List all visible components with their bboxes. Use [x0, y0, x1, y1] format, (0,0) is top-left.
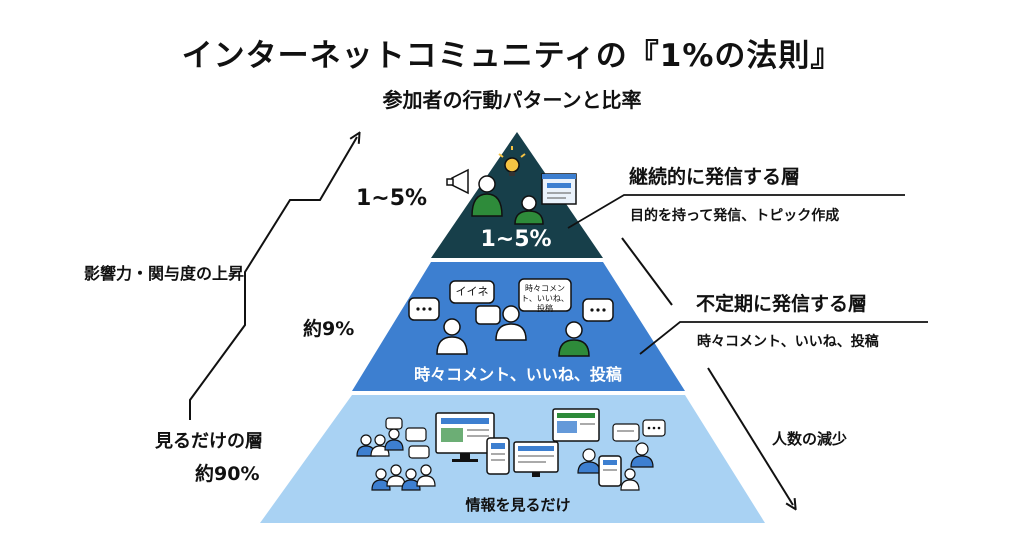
- middle-percent-label: 約9%: [303, 318, 355, 340]
- monitor-icon: [552, 408, 600, 442]
- middle-tier-label: 時々コメント、いいね、投稿: [414, 365, 622, 384]
- pyramid-tier-top: [431, 132, 603, 258]
- top-tier-label: 1~5%: [480, 227, 552, 252]
- top-callout-title: 継続的に発信する層: [629, 166, 801, 188]
- middle-callout-title: 不定期に発信する層: [696, 293, 868, 315]
- lightbulb-icon: [498, 146, 526, 176]
- bubble-comment-text: 時々コメント、いいね、投稿: [521, 284, 569, 313]
- bottom-tier-title: 見るだけの層: [155, 431, 263, 452]
- page-subtitle: 参加者の行動パターンと比率: [382, 88, 642, 112]
- top-percent-label: 1~5%: [356, 186, 428, 211]
- callout-line-middle: [639, 321, 928, 355]
- top-callout-desc: 目的を持って発信、トピック作成: [630, 208, 840, 224]
- person-icon: [356, 428, 404, 457]
- presentation-board-icon: [541, 173, 577, 205]
- speech-bubble-icon: [582, 298, 614, 322]
- bottom-percent-label: 約90%: [195, 463, 260, 485]
- page-title: インターネットコミュニティの『1%の法則』: [181, 38, 843, 74]
- arrow-down-icon: [707, 367, 793, 505]
- speech-bubble-icon: [612, 419, 666, 442]
- arrow-up-icon: [189, 137, 357, 420]
- person-icon: [514, 195, 544, 225]
- person-icon: [436, 318, 468, 355]
- megaphone-icon: [446, 168, 469, 195]
- smartphone-icon: [598, 455, 622, 487]
- speech-bubble-icon: [475, 305, 501, 325]
- monitor-icon: [513, 441, 559, 477]
- monitor-icon: [435, 412, 495, 462]
- right-connector-top: [621, 237, 673, 306]
- callout-line-top: [567, 194, 905, 229]
- speech-bubble-icon: [449, 280, 495, 304]
- person-icon: [471, 175, 503, 217]
- smartphone-icon: [486, 437, 510, 475]
- person-icon: [558, 321, 590, 357]
- influence-axis-label: 影響力・関与度の上昇: [84, 264, 245, 283]
- speech-bubble-icon: [408, 297, 440, 321]
- speech-bubble-icon: [518, 278, 572, 312]
- bottom-tier-label: 情報を見るだけ: [465, 496, 571, 514]
- person-icon: [495, 305, 527, 341]
- population-axis-label: 人数の減少: [772, 430, 848, 448]
- speech-bubble-icon: [385, 417, 430, 459]
- person-icon: [620, 442, 654, 491]
- person-icon: [371, 464, 436, 491]
- bubble-iine-text: イイネ: [455, 285, 489, 298]
- middle-callout-desc: 時々コメント、いいね、投稿: [697, 334, 879, 350]
